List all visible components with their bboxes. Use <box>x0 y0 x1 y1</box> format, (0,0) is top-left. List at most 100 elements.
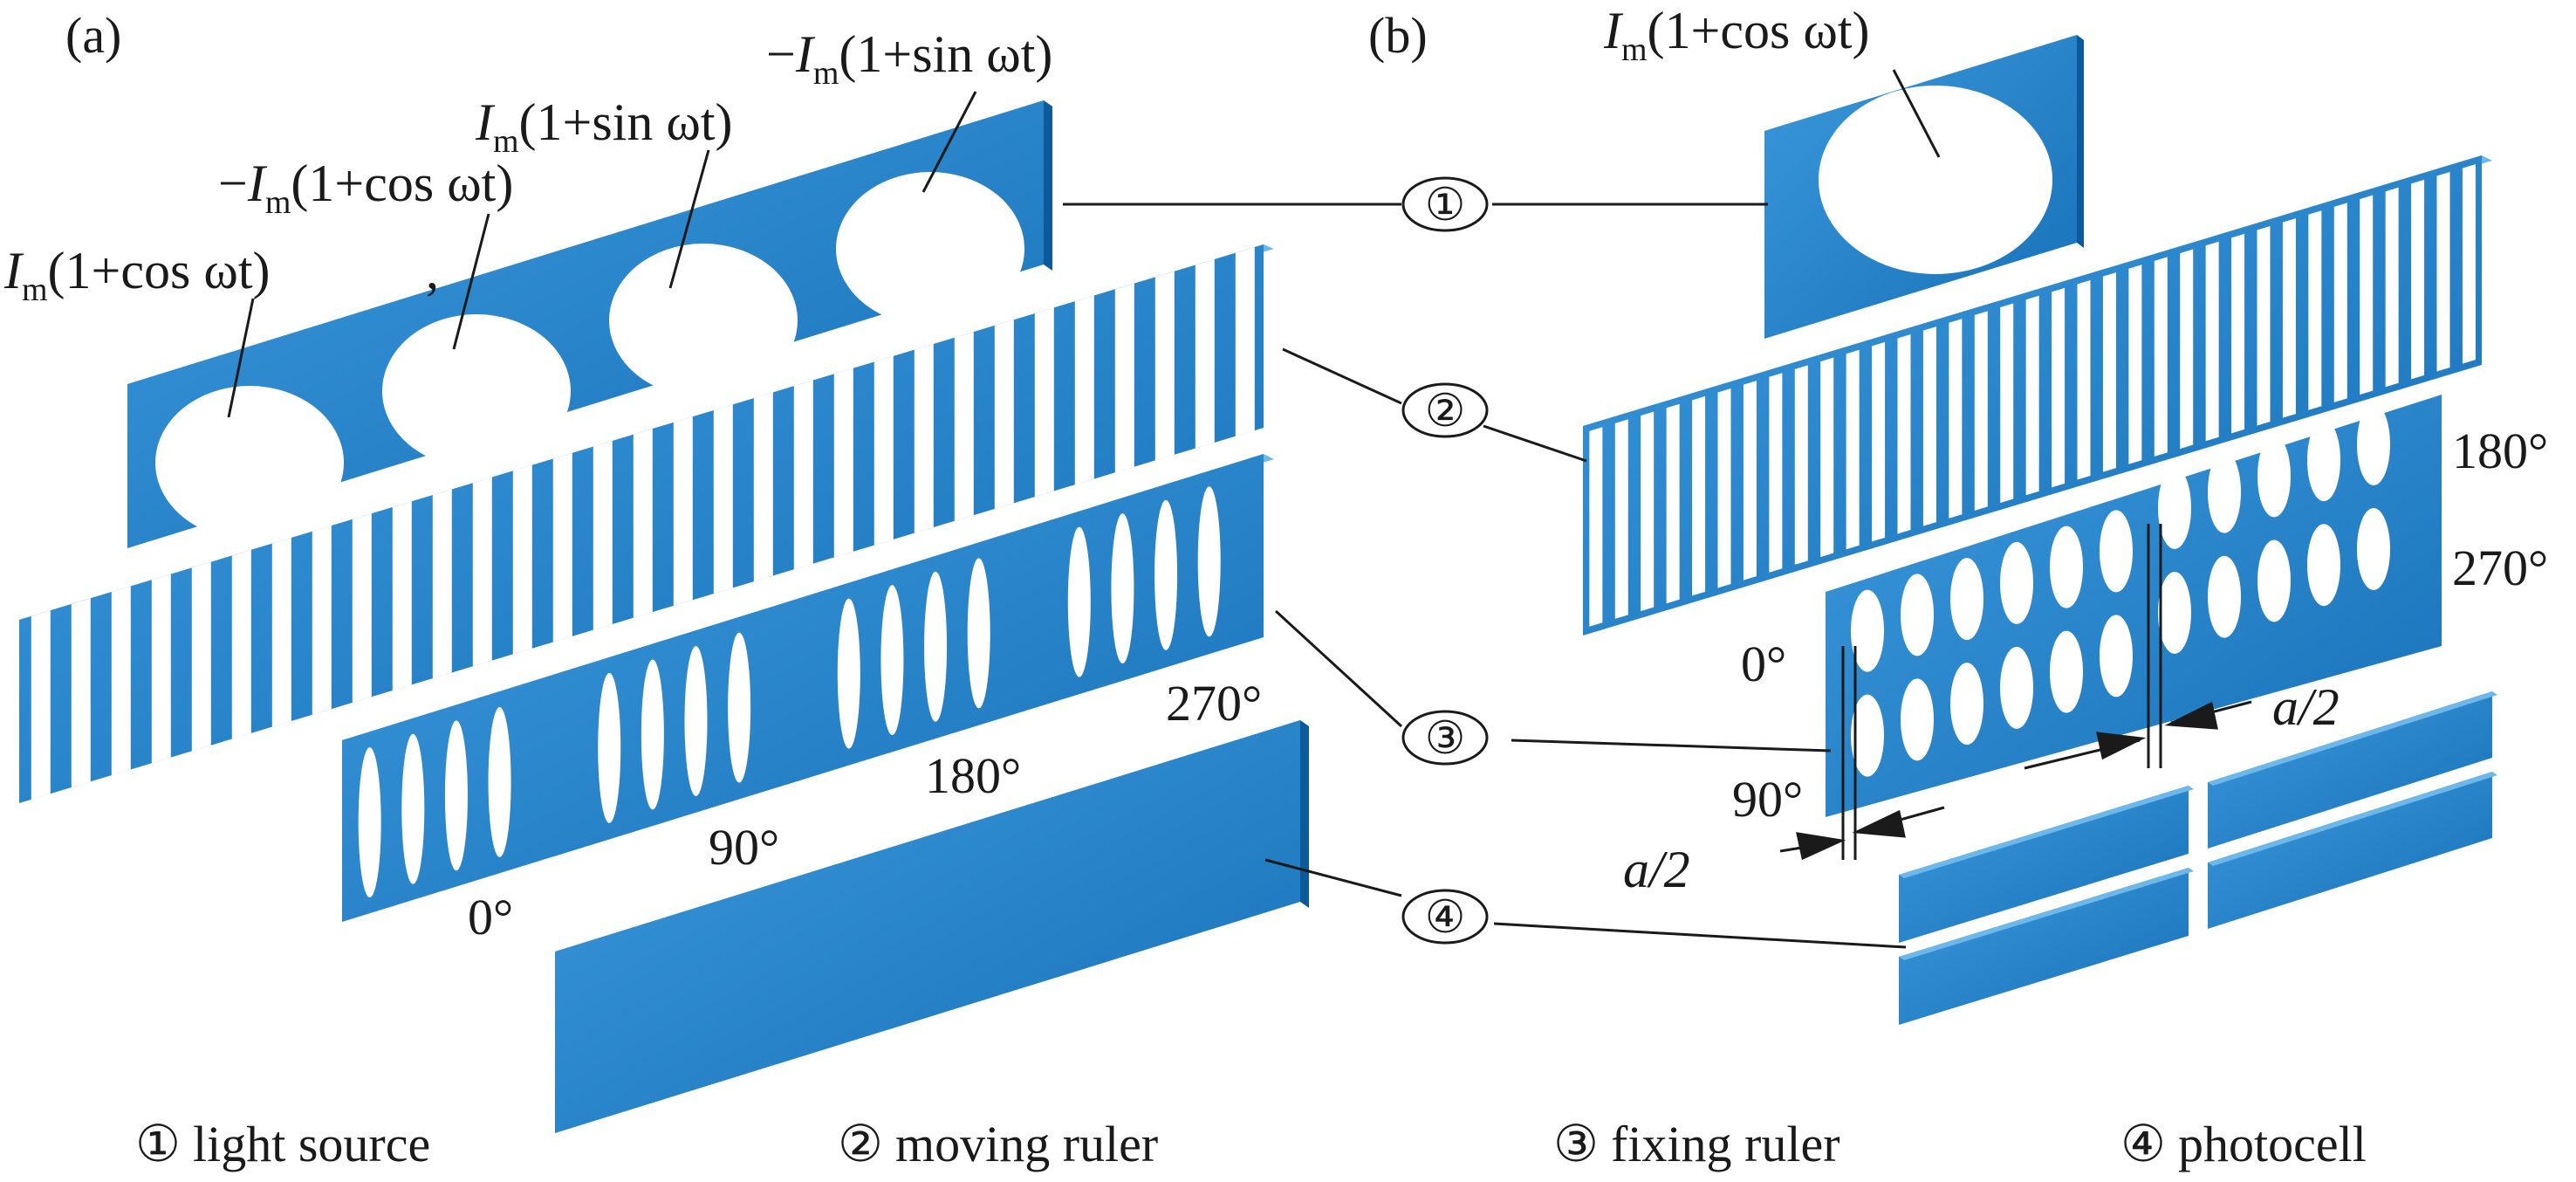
ruler-hole <box>2000 646 2033 729</box>
gap-label-left: a/2 <box>1623 841 1690 898</box>
ruler-slit <box>1872 341 1886 542</box>
ruler-slit <box>793 380 813 570</box>
panel-a-tag: (a) <box>65 7 121 64</box>
ruler-slit <box>271 537 291 727</box>
ruler-hole <box>2000 541 2033 624</box>
ruler-slit <box>2411 179 2425 380</box>
ruler-hole <box>1851 694 1884 777</box>
ruler-slit <box>352 513 372 703</box>
callout-symbol-1: ① <box>1425 181 1466 230</box>
svg-text:Im(1+sin ωt): Im(1+sin ωt) <box>475 93 733 160</box>
angle-label-a-0: 0° <box>468 889 513 945</box>
angle-label-b-90: 90° <box>1732 771 1803 828</box>
ruler-slit <box>1154 271 1175 461</box>
signal-label-a-2: −Im(1+cos ωt) <box>218 155 513 221</box>
ruler-hole <box>1950 663 1983 746</box>
panel-b-tag: (b) <box>1368 7 1428 64</box>
ruler-slit <box>2282 218 2296 418</box>
ruler-slit <box>2052 287 2066 488</box>
ruler-hole <box>2050 526 2083 608</box>
signal-leaders-a <box>227 91 977 418</box>
angle-label-a-180: 180° <box>925 747 1021 804</box>
gap-label-right: a/2 <box>2272 678 2340 736</box>
ruler-slit <box>2000 303 2014 504</box>
callout-2 <box>1401 382 1489 438</box>
ruler-hole <box>1901 678 1934 761</box>
ruler-hole <box>2307 419 2340 502</box>
ruler-slit <box>1641 411 1655 612</box>
ruler-hole <box>2208 555 2241 638</box>
svg-text:Im(1+cos ωt): Im(1+cos ωt) <box>1603 2 1870 68</box>
callout-symbol-4: ④ <box>1425 893 1466 943</box>
ruler-hole <box>2208 450 2241 533</box>
ruler-slit <box>151 574 171 764</box>
ruler-hole <box>1950 558 1983 641</box>
ruler-slit <box>472 477 492 667</box>
ruler-hole <box>2357 402 2390 485</box>
angle-label-b-0: 0° <box>1741 636 1786 692</box>
ruler-slit <box>71 598 91 787</box>
source-hole <box>1819 86 2052 274</box>
ruler-hole <box>2257 435 2291 518</box>
photocell-a <box>555 720 1309 1133</box>
angle-label-a-270: 270° <box>1166 675 1262 732</box>
light-source-plate-a <box>127 100 1052 548</box>
ruler-slit <box>1589 427 1603 627</box>
ruler-slit <box>1922 326 1936 526</box>
ruler-slit <box>432 489 452 679</box>
ruler-slit <box>2205 241 2219 442</box>
ruler-slit <box>1897 333 1911 534</box>
ruler-slit <box>2257 225 2271 426</box>
ruler-slit <box>593 441 613 630</box>
ruler-hole <box>2158 571 2191 654</box>
ruler-slit <box>874 355 894 546</box>
callout-4 <box>1401 889 1489 945</box>
ruler-hole <box>2257 539 2291 622</box>
ruler-slit <box>2385 187 2399 388</box>
ruler-slit <box>2308 210 2322 410</box>
ruler-slit <box>1034 307 1054 498</box>
ruler-slit <box>753 392 773 582</box>
ruler-slit <box>2025 295 2039 496</box>
ruler-slit <box>1769 373 1783 573</box>
ruler-slit <box>2360 195 2374 395</box>
ruler-hole <box>1067 526 1091 677</box>
ruler-slit <box>2077 279 2091 480</box>
ruler-slit <box>2180 249 2194 450</box>
ruler-hole <box>1197 486 1221 637</box>
moving-ruler-slits-a <box>31 247 1255 800</box>
gap-marker-left <box>1779 646 1945 861</box>
fixing-ruler-b <box>1826 395 2442 817</box>
ruler-hole <box>880 585 904 736</box>
ruler-slit <box>1235 247 1255 436</box>
ruler-slit <box>633 429 653 618</box>
ruler-hole <box>401 733 425 884</box>
stray-comma: , <box>426 242 439 299</box>
ruler-hole <box>488 706 511 857</box>
ruler-hole <box>1154 499 1178 650</box>
ruler-slit <box>1195 258 1215 449</box>
angle-label-b-270: 270° <box>2452 539 2548 596</box>
ruler-slit <box>1114 283 1134 473</box>
ruler-slit <box>1614 419 1628 619</box>
ruler-slit <box>1949 319 1963 519</box>
ruler-slit <box>1846 349 1860 550</box>
ruler-slit <box>2154 257 2168 457</box>
angle-label-b-180: 180° <box>2452 423 2548 479</box>
ruler-hole <box>2307 524 2340 607</box>
source-hole <box>609 244 798 397</box>
ruler-hole <box>684 646 708 797</box>
ruler-hole <box>641 659 664 810</box>
ruler-hole <box>2158 466 2191 549</box>
ruler-slit <box>1974 311 1988 511</box>
ruler-slit <box>2436 171 2450 372</box>
ruler-slit <box>2128 265 2142 464</box>
signal-leader-b <box>1892 69 1941 158</box>
signal-label-a-1: Im(1+cos ωt) <box>3 242 271 308</box>
